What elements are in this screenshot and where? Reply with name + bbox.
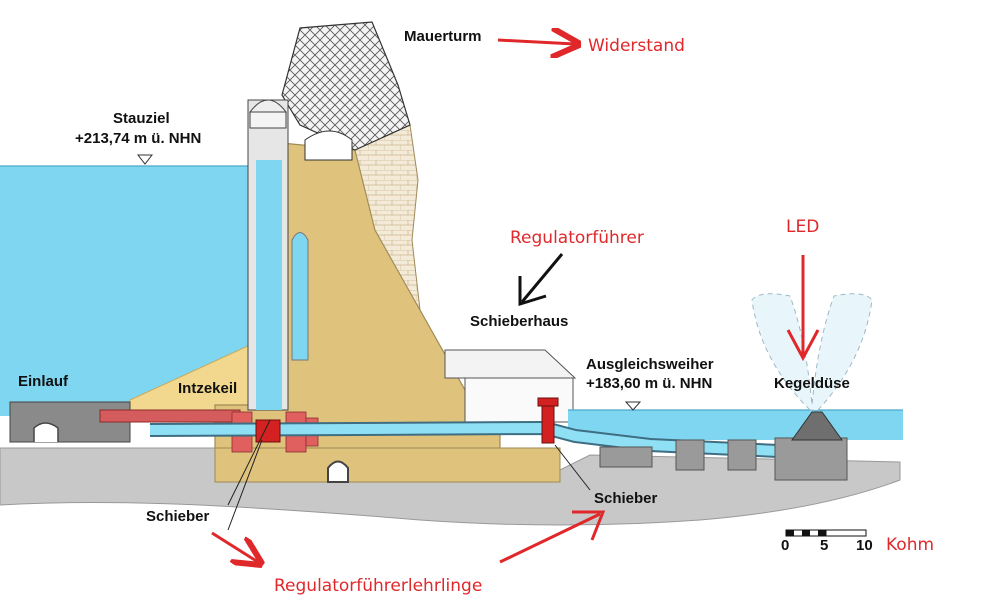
- scale-bar: [785, 529, 867, 537]
- annotation-regulatorfuehrer: Regulatorführer: [510, 228, 644, 248]
- tower-arch-window: [304, 130, 353, 161]
- label-intzekeil: Intzekeil: [178, 380, 238, 397]
- arrow-lehrlinge-right: [499, 512, 601, 564]
- label-stauziel: Stauziel: [113, 110, 170, 127]
- intake-shaft: [247, 99, 289, 411]
- scale-tick-10: 10: [856, 537, 873, 554]
- label-stauziel-level: +213,74 m ü. NHN: [75, 130, 202, 147]
- arrow-lehrlinge-left: [211, 531, 258, 562]
- inlet-structure: [9, 401, 241, 443]
- annotation-arrows: [211, 40, 820, 564]
- valves: [255, 397, 559, 444]
- label-schieber-right: Schieber: [594, 490, 658, 507]
- arrow-led-head: [786, 329, 820, 362]
- drainage-gallery: [327, 460, 349, 483]
- label-ausgleichsweiher: Ausgleichsweiher: [586, 356, 714, 373]
- arrow-widerstand: [497, 40, 575, 44]
- annotation-kohm: Kohm: [886, 535, 935, 555]
- scale-tick-5: 5: [820, 537, 829, 554]
- annotation-widerstand: Widerstand: [588, 36, 685, 56]
- pipe-supports: [599, 439, 757, 471]
- scale-tick-0: 0: [781, 537, 790, 554]
- dam-slot: [291, 232, 309, 361]
- water-level-markers: [136, 154, 642, 411]
- annotation-regulatorfuehrerlehrlinge: Regulatorführerlehrlinge: [274, 576, 483, 596]
- label-schieber-left: Schieber: [146, 508, 210, 525]
- label-kegelduese: Kegeldüse: [774, 375, 850, 392]
- fountain-spray: [751, 293, 873, 411]
- tower-roof: [281, 21, 411, 151]
- leader-schieber-left-2: [227, 439, 263, 531]
- leader-schieber-left: [227, 419, 271, 506]
- label-einlauf: Einlauf: [18, 373, 69, 390]
- arrow-regulatorfuehrer: [518, 253, 564, 307]
- cone-nozzle: [774, 411, 848, 481]
- leader-schieber-right: [554, 444, 591, 491]
- label-ausgleichsweiher-level: +183,60 m ü. NHN: [586, 375, 713, 392]
- arrow-lehrlinge-right-head: [572, 510, 606, 541]
- annotation-led: LED: [786, 217, 820, 237]
- valve-house: [444, 349, 577, 423]
- label-schieberhaus: Schieberhaus: [470, 313, 569, 330]
- dam-foundation: [214, 447, 561, 483]
- ground: [0, 447, 901, 526]
- label-mauerturm: Mauerturm: [404, 28, 482, 45]
